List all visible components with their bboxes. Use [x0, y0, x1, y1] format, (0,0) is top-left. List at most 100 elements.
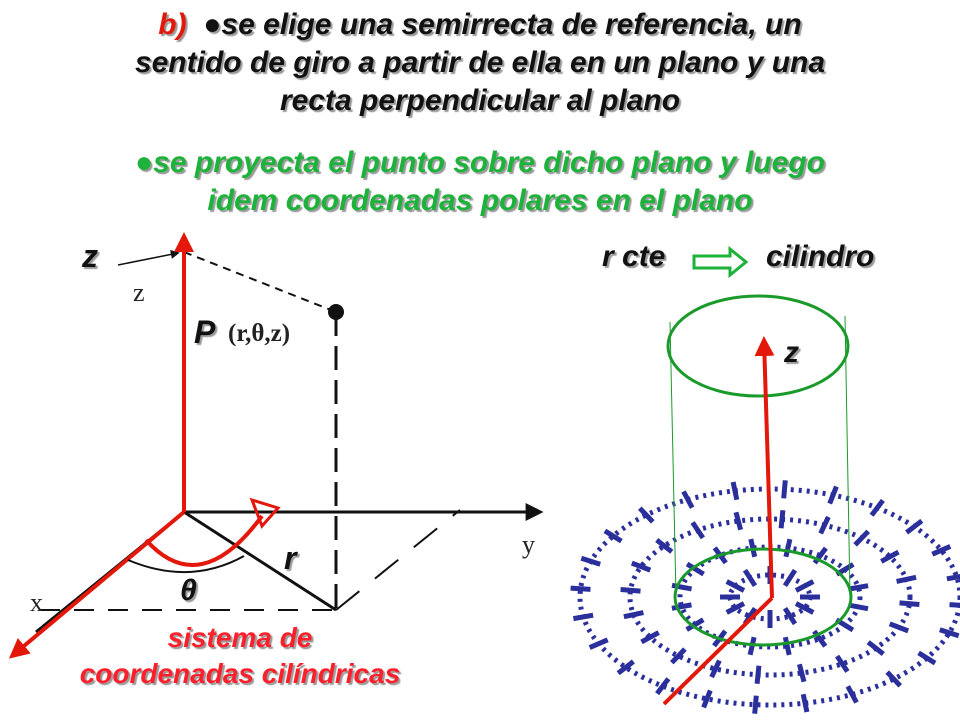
radial-tick: [866, 640, 885, 656]
radial-tick: [848, 583, 869, 592]
theta-arc-black: [127, 555, 245, 573]
z-pointer-line: [117, 249, 180, 266]
radial-tick: [781, 480, 788, 499]
radial-tick: [794, 579, 815, 593]
radial-tick: [853, 529, 871, 547]
radial-tick: [685, 617, 705, 632]
heading-green: ●se proyecta el punto sobre dicho plano …: [0, 144, 960, 220]
radial-tick: [690, 521, 705, 540]
radial-tick: [778, 510, 786, 529]
rotation-arrowhead-icon: [249, 497, 281, 529]
r-projection-line: [183, 510, 337, 612]
radial-tick: [725, 579, 746, 593]
radial-tick: [899, 600, 920, 607]
radial-tick: [835, 654, 850, 673]
radial-tick: [812, 546, 828, 565]
radial-tick: [630, 560, 652, 573]
theta-label: θ: [180, 574, 197, 607]
z-label-right: z: [784, 336, 799, 369]
radial-tick: [685, 561, 705, 577]
radial-tick: [752, 695, 759, 714]
cyl-edge-right: [844, 315, 851, 597]
heading-line-4: se proyecta el punto sobre dicho plano y…: [153, 146, 825, 179]
radial-tick: [655, 538, 674, 554]
radial-tick: [782, 606, 798, 626]
radial-tick: [669, 647, 687, 665]
radial-tick: [623, 610, 644, 620]
radial-tick: [896, 574, 917, 584]
radial-tick: [725, 601, 746, 615]
radial-tick: [885, 670, 903, 688]
point-p-label: P: [194, 314, 216, 350]
heading-black: b) ●se elige una semirrecta de referenci…: [0, 6, 960, 120]
radial-tick: [800, 693, 810, 713]
caption-line-1: sistema de: [167, 622, 313, 653]
caption-line-2: coordenadas cilíndricas: [79, 658, 401, 689]
x-axis-label: x: [30, 588, 43, 617]
heading-line-2: sentido de giro a partir de ella en un p…: [134, 46, 826, 79]
radial-tick: [888, 621, 910, 634]
radial-tick: [616, 659, 635, 676]
cylinder-base: [673, 547, 853, 647]
bullet-icon: ●: [135, 146, 154, 179]
heading-line-3: recta perpendicular al plano: [279, 84, 681, 117]
radial-tick: [671, 582, 693, 592]
radial-tick: [655, 677, 671, 696]
radial-tick: [845, 685, 859, 704]
radial-tick: [794, 601, 815, 615]
left-diagram: [8, 232, 544, 659]
radial-tick: [905, 518, 924, 535]
point-p-dot: [328, 304, 344, 320]
radial-tick: [783, 538, 793, 558]
implies-arrow-icon: [692, 245, 749, 279]
radial-tick: [733, 511, 744, 531]
radial-tick: [869, 498, 885, 517]
radial-tick: [588, 637, 609, 650]
radial-tick: [939, 627, 960, 639]
x-axis-red-right: [662, 596, 774, 706]
radial-tick: [701, 689, 713, 709]
radial-tick: [782, 636, 792, 656]
r-label: r: [284, 540, 297, 576]
radial-tick: [917, 650, 937, 666]
radial-tick: [742, 568, 758, 588]
radial-tick: [681, 490, 695, 509]
r-cte-label: r cte: [602, 240, 666, 273]
radial-tick: [847, 602, 869, 612]
caption: sistema de coordenadas cilíndricas: [20, 620, 460, 692]
cyl-edge-left: [669, 321, 677, 597]
radial-tick: [637, 506, 655, 524]
radial-tick: [603, 528, 623, 544]
cylinder-top: [666, 294, 850, 398]
radial-tick: [812, 629, 828, 648]
radial-tick: [754, 665, 762, 684]
heading-line-5: idem coordenadas polares en el plano: [207, 184, 753, 217]
radial-tick: [827, 485, 839, 505]
radial-ticks: [570, 480, 960, 714]
radial-tick: [818, 515, 831, 535]
radial-tick: [949, 602, 960, 608]
radial-tick: [640, 630, 660, 645]
z-height-dashed: [183, 251, 337, 313]
radial-tick: [620, 587, 641, 594]
radial-tick: [730, 481, 740, 501]
z-axis-label: z: [133, 278, 145, 307]
floor-dashed-y: [335, 509, 461, 611]
radial-tick: [570, 585, 591, 592]
radial-tick: [572, 612, 594, 622]
radial-tick: [796, 663, 807, 683]
y-axis-label: y: [522, 530, 535, 559]
heading-label: b): [158, 8, 187, 41]
heading-line-1: se elige una semirrecta de referencia, u…: [221, 8, 802, 41]
point-coords-label: (r,θ,z): [228, 320, 291, 347]
radial-tick: [782, 568, 798, 588]
radial-tick: [580, 555, 601, 567]
radial-tick: [880, 549, 900, 564]
z-axis-red-right: [754, 336, 775, 599]
radial-tick: [709, 659, 722, 679]
bullet-icon: ●: [203, 8, 222, 41]
z-label-left: z: [82, 238, 98, 274]
x-axis-red: [8, 510, 186, 659]
rotation-arc-red: [144, 514, 264, 567]
